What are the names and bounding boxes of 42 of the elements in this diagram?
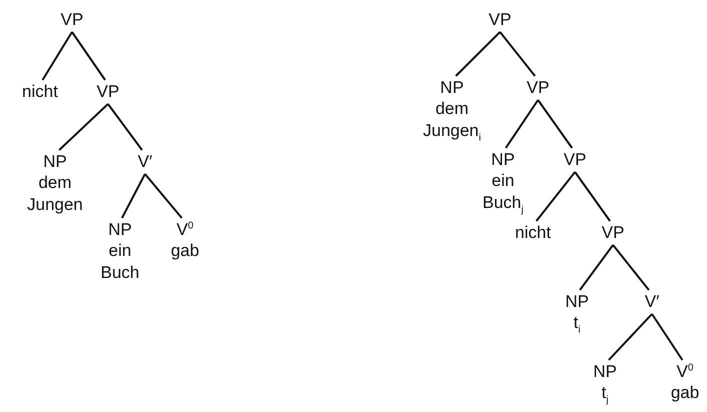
branch-line <box>121 174 146 218</box>
branch-line <box>42 31 73 81</box>
category-label: NP <box>440 78 464 98</box>
category-label: V′ <box>644 292 660 312</box>
category-label: VP <box>602 223 624 243</box>
category-label: V$^{0}$ <box>676 362 694 382</box>
branch-line <box>58 103 109 151</box>
category-label: nicht <box>22 82 58 102</box>
word-label: ein Buch$_{j}$ <box>482 170 524 214</box>
word-label: t$_{i}$ <box>574 312 580 334</box>
category-label: V′ <box>138 152 152 172</box>
branch-line <box>71 31 106 81</box>
branch-line <box>455 31 501 77</box>
branch-line <box>107 103 143 151</box>
word-label: gab <box>170 240 200 262</box>
category-label: NP <box>491 150 515 170</box>
branch-line <box>574 171 611 222</box>
category-label: NP <box>43 152 67 172</box>
category-label: VP <box>60 10 84 30</box>
branch-line <box>499 31 536 77</box>
word-label: dem Jungen <box>27 172 83 216</box>
word-label: t$_{j}$ <box>602 382 608 404</box>
branch-line <box>144 173 183 219</box>
word-label: dem Jungen$_{i}$ <box>423 98 481 142</box>
category-label: VP <box>564 150 586 170</box>
word-label: ein Buch <box>100 240 140 284</box>
category-label: nicht <box>515 223 551 243</box>
category-label: VP <box>526 78 550 98</box>
branch-line <box>608 313 653 361</box>
category-label: V$^{0}$ <box>176 220 194 240</box>
category-label: VP <box>488 10 512 30</box>
category-label: NP <box>108 220 132 240</box>
branch-line <box>537 99 573 149</box>
category-label: NP <box>565 292 589 312</box>
branch-line <box>504 99 539 149</box>
word-label: gab <box>670 382 700 404</box>
category-label: NP <box>593 362 617 382</box>
category-label: VP <box>96 82 120 102</box>
branch-line <box>612 244 650 291</box>
branch-line <box>579 244 614 291</box>
branch-line <box>536 171 576 222</box>
branch-line <box>651 313 684 361</box>
